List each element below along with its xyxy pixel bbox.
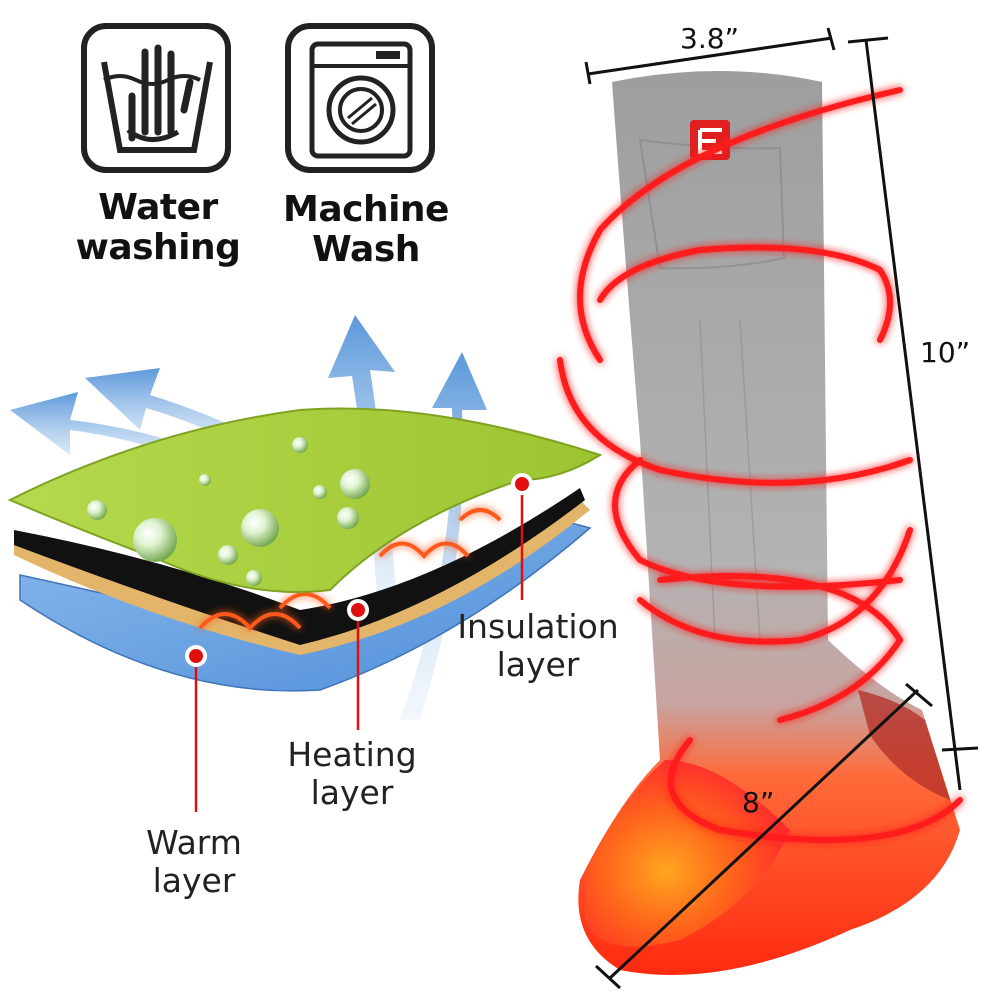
warm-layer-label: Warm layer [146, 823, 242, 900]
heat-spiral [557, 87, 963, 843]
insulation-layer-label: Insulation layer [457, 607, 619, 684]
washing-machine-icon [285, 23, 435, 173]
hand-wash-basin-icon [81, 23, 231, 173]
care-label-line2: washing [75, 227, 241, 268]
heated-sock [578, 71, 960, 975]
care-label-line1: Water [98, 187, 218, 228]
care-label-line2: Wash [312, 229, 420, 270]
width-dimension-label: 3.8” [680, 22, 740, 55]
height-dimension-label: 10” [920, 336, 971, 369]
care-label-line1: Machine [283, 189, 449, 230]
care-label-machine-wash: Machine Wash [268, 190, 464, 270]
dimension-lines [584, 27, 979, 990]
foot-length-dimension-label: 8” [742, 786, 775, 819]
heating-layer-label: Heating layer [287, 735, 417, 812]
water-droplets [87, 437, 370, 586]
layer-callouts [185, 473, 533, 812]
care-label-water-washing: Water washing [56, 188, 260, 268]
